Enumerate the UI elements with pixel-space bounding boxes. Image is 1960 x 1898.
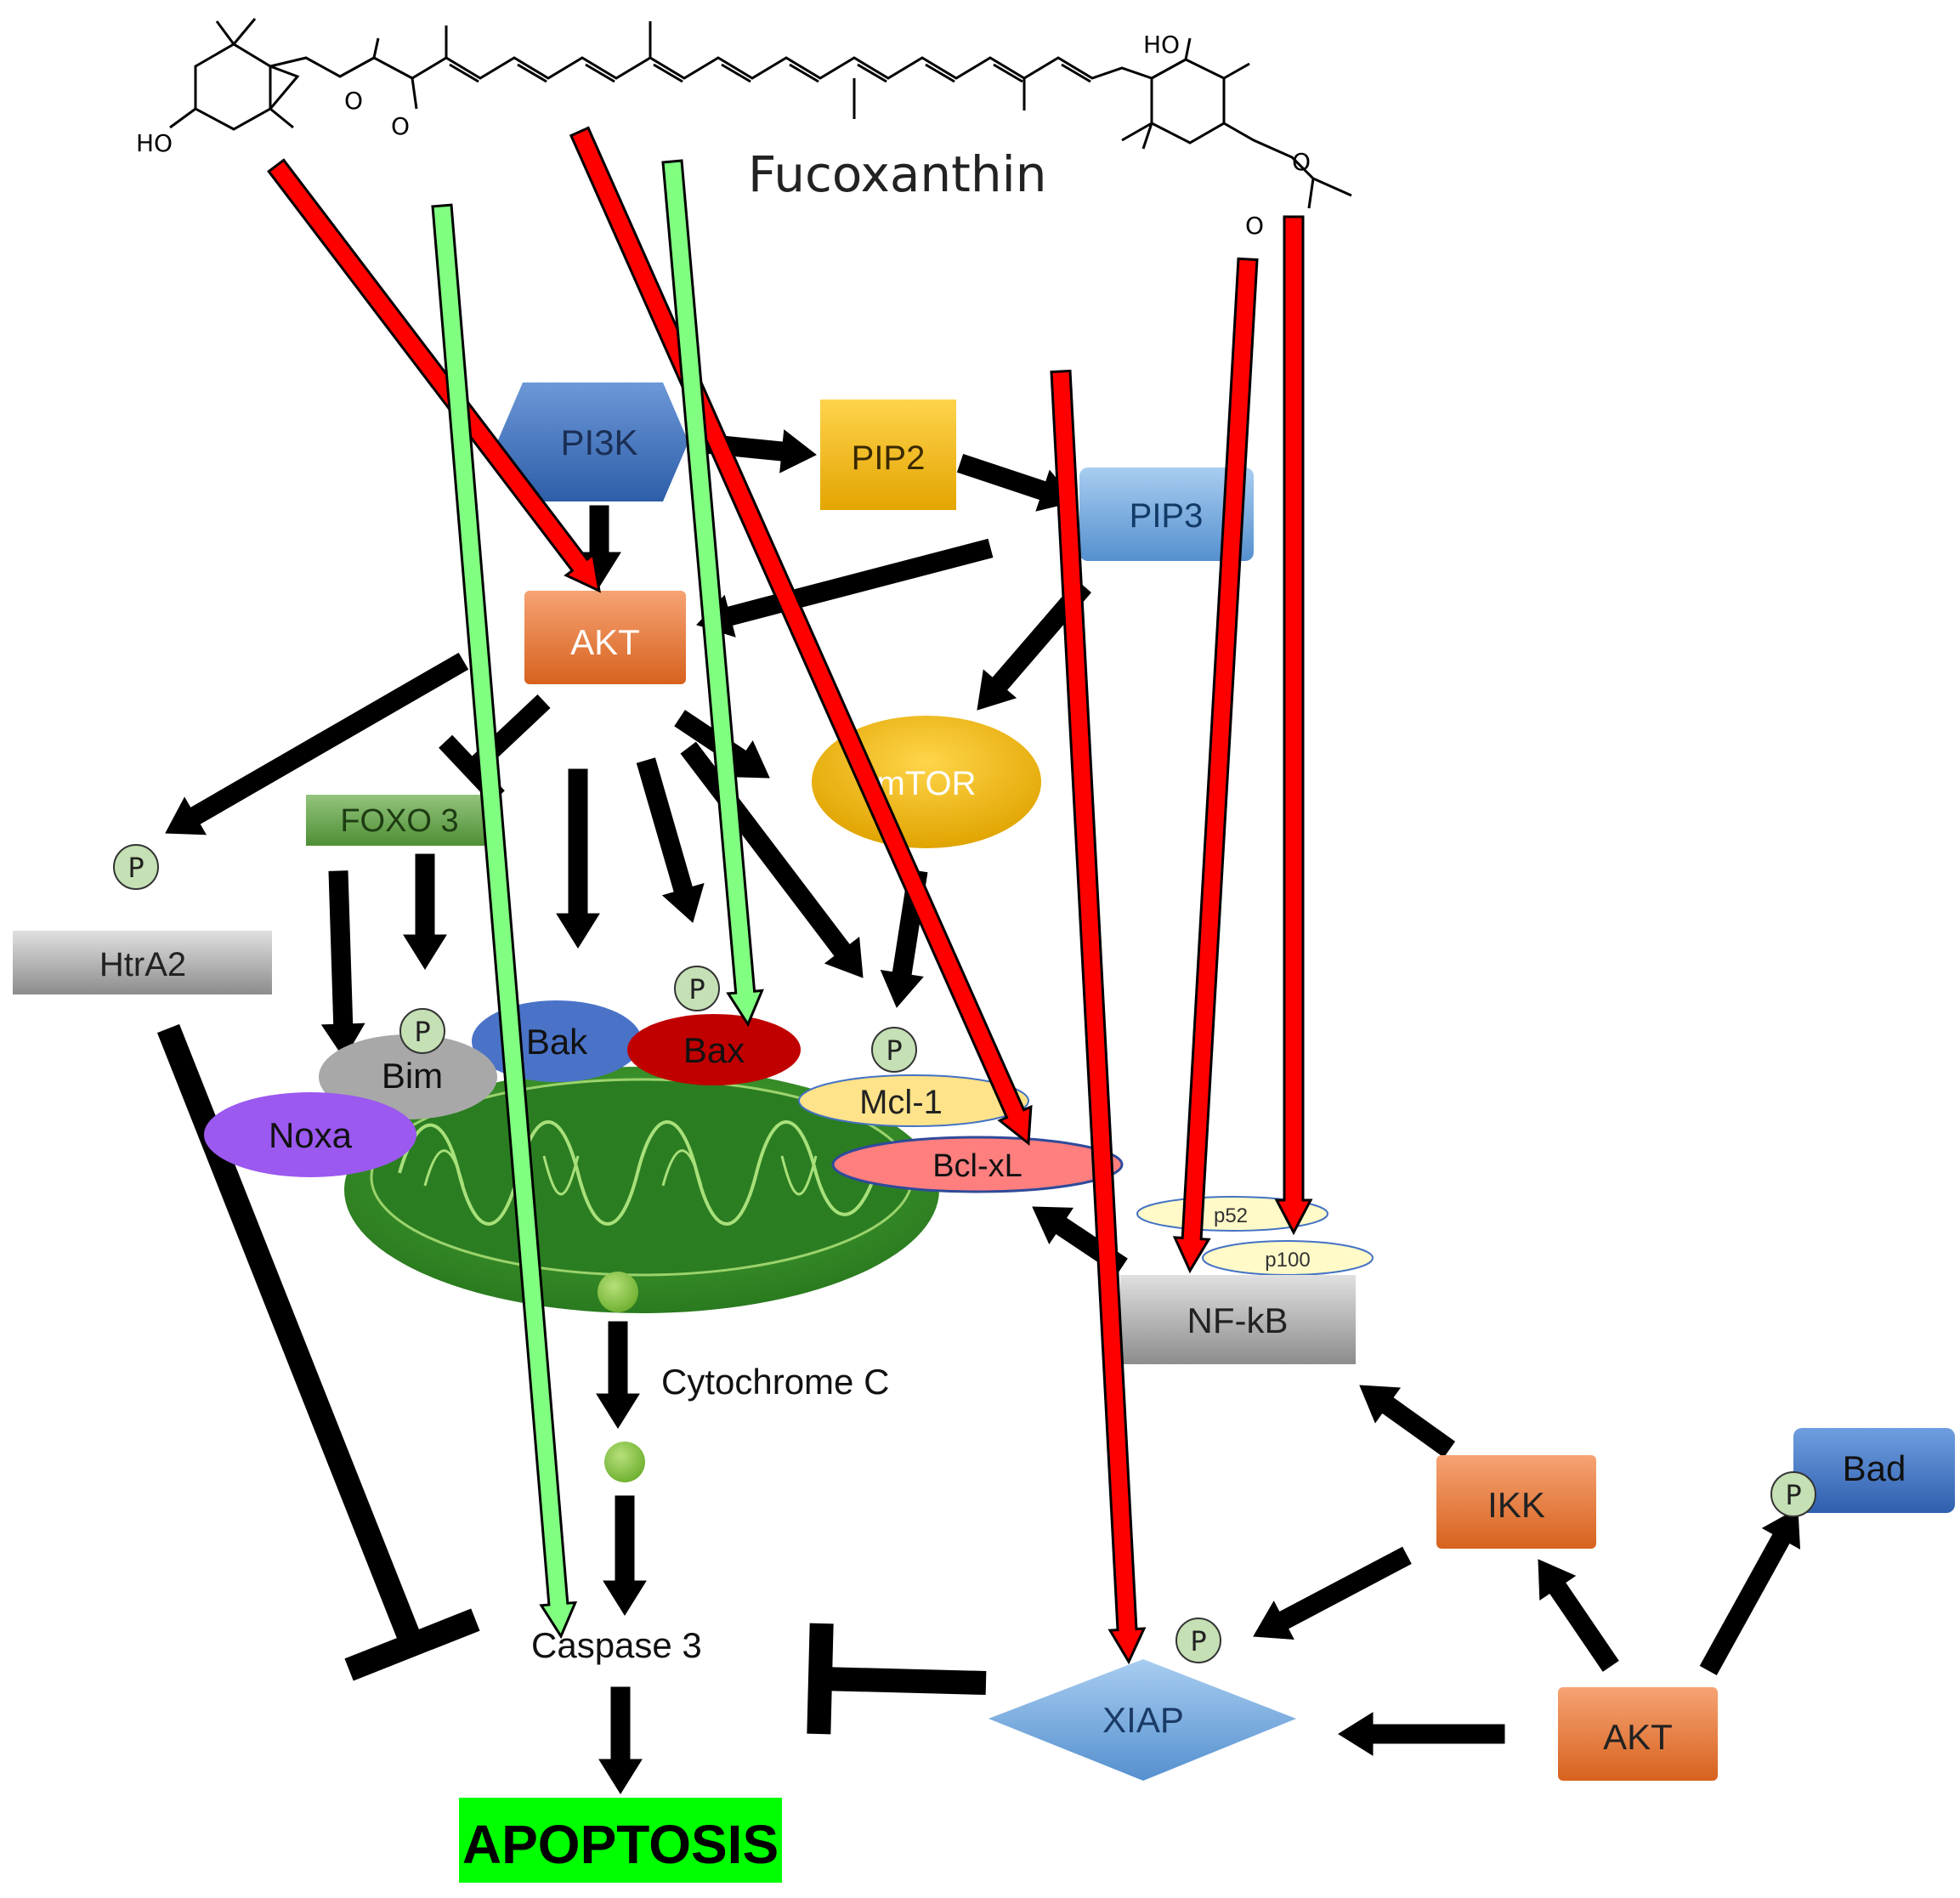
noxa-label: Noxa xyxy=(269,1115,353,1155)
phospho-badge-bim: P xyxy=(399,1008,445,1054)
mcl1-node: Mcl-1 xyxy=(798,1074,1029,1127)
svg-text:P: P xyxy=(886,1034,902,1067)
hydroxyl-right-label: HO xyxy=(1143,31,1180,59)
bak-node: Bak xyxy=(472,1000,642,1082)
akt-top-label: AKT xyxy=(570,622,640,662)
nfkb-node: NF-kB xyxy=(1120,1275,1356,1364)
arrow-ikk-xiap xyxy=(1253,1546,1412,1640)
htra2-label: HtrA2 xyxy=(99,946,186,983)
arrow-akt-phospho-htra2 xyxy=(165,652,469,836)
fx-inhibit-nfkb xyxy=(1172,257,1259,1274)
phospho-badge-mcl1: P xyxy=(871,1027,917,1073)
bad-label: Bad xyxy=(1843,1448,1906,1488)
keto-oxygen-label: O xyxy=(391,112,410,140)
fucoxanthin-atom-labels: HO HO O O O O xyxy=(136,31,1311,240)
ikk-node: IKK xyxy=(1436,1455,1596,1549)
bclxl-node: Bcl-xL xyxy=(831,1136,1124,1193)
svg-text:P: P xyxy=(414,1016,430,1048)
cytochrome-c-label: Cytochrome C xyxy=(661,1362,889,1402)
apoptosis-box: APOPTOSIS xyxy=(459,1798,782,1883)
pip3-node: PIP3 xyxy=(1079,467,1254,561)
htra2-node: HtrA2 xyxy=(13,931,272,994)
fucoxanthin-structure xyxy=(169,18,1352,209)
xiap-label: XIAP xyxy=(1102,1700,1184,1740)
fx-inhibit-p52 xyxy=(1274,215,1313,1236)
fx-activate-caspase3 xyxy=(431,203,578,1640)
phospho-badge-xiap: P xyxy=(1175,1618,1221,1663)
svg-text:P: P xyxy=(688,973,705,1006)
fx-activate-bax xyxy=(661,159,764,1028)
pip2-label: PIP2 xyxy=(852,439,926,477)
pi3k-node: PI3K xyxy=(497,382,688,501)
bax-node: Bax xyxy=(627,1014,801,1085)
hydroxyl-left-label: HO xyxy=(136,129,173,157)
phospho-badge-bax: P xyxy=(674,966,720,1011)
bak-label: Bak xyxy=(526,1022,588,1062)
p100-node: p100 xyxy=(1202,1240,1374,1276)
fx-inhibit-akt xyxy=(267,158,601,593)
ikk-label: IKK xyxy=(1487,1485,1545,1525)
arrow-akt-bad xyxy=(1699,1508,1801,1675)
cytochrome-c-dot-1 xyxy=(598,1272,638,1312)
bclxl-label: Bcl-xL xyxy=(932,1148,1022,1184)
bad-node: Bad xyxy=(1793,1428,1955,1513)
pip2-node: PIP2 xyxy=(820,399,956,510)
noxa-node: Noxa xyxy=(204,1092,416,1177)
fx-inhibit-xiap xyxy=(1050,369,1147,1665)
akt-bottom-label: AKT xyxy=(1603,1717,1673,1757)
arrow-caspase3-apoptosis xyxy=(598,1686,643,1794)
svg-text:P: P xyxy=(1190,1625,1206,1657)
phospho-badge-htra2: P xyxy=(113,844,159,890)
p52-label: p52 xyxy=(1214,1204,1248,1227)
pi3k-label: PI3K xyxy=(560,422,637,462)
arrow-cyt-dot xyxy=(596,1321,640,1429)
svg-text:P: P xyxy=(127,852,144,884)
arrow-akt-bax xyxy=(636,757,705,923)
cytochrome-c-dot-2 xyxy=(604,1442,645,1482)
arrow-pip3-akt xyxy=(696,538,994,637)
fucoxanthin-effect-arrows xyxy=(267,126,1313,1665)
foxo3-label: FOXO 3 xyxy=(340,803,458,839)
p100-label: p100 xyxy=(1265,1249,1310,1272)
arrow-akt-xiap xyxy=(1338,1712,1505,1756)
epoxide-oxygen-label: O xyxy=(344,87,363,115)
pip3-label: PIP3 xyxy=(1130,497,1204,535)
ester-oxygen-label: O xyxy=(1292,148,1311,176)
arrow-akt-ikk xyxy=(1538,1559,1619,1672)
mcl1-label: Mcl-1 xyxy=(859,1084,943,1121)
apoptosis-label: APOPTOSIS xyxy=(462,1814,779,1875)
arrow-dot-caspase3 xyxy=(603,1495,647,1616)
phospho-badges: P P P P P P xyxy=(113,844,1816,1663)
phospho-badge-bad: P xyxy=(1770,1471,1816,1517)
nfkb-label: NF-kB xyxy=(1187,1300,1289,1340)
arrow-akt-bak xyxy=(556,768,600,949)
akt-bottom-node: AKT xyxy=(1558,1687,1718,1781)
compound-title: Fucoxanthin xyxy=(748,145,1047,203)
inhibit-xiap-caspase3 xyxy=(807,1623,987,1735)
arrow-ikk-nfkb xyxy=(1359,1385,1456,1458)
carbonyl-oxygen-label: O xyxy=(1245,212,1264,240)
xiap-node: XIAP xyxy=(988,1659,1296,1781)
bax-label: Bax xyxy=(683,1030,745,1070)
arrow-foxo-bim-a xyxy=(320,870,365,1059)
bim-label: Bim xyxy=(382,1056,443,1096)
foxo3-node: FOXO 3 xyxy=(306,795,493,846)
svg-text:P: P xyxy=(1785,1479,1801,1511)
arrow-foxo-bim-b xyxy=(403,853,447,970)
akt-top-node: AKT xyxy=(524,591,686,684)
mtor-label: mTOR xyxy=(876,765,976,802)
mtor-node: mTOR xyxy=(812,716,1041,848)
